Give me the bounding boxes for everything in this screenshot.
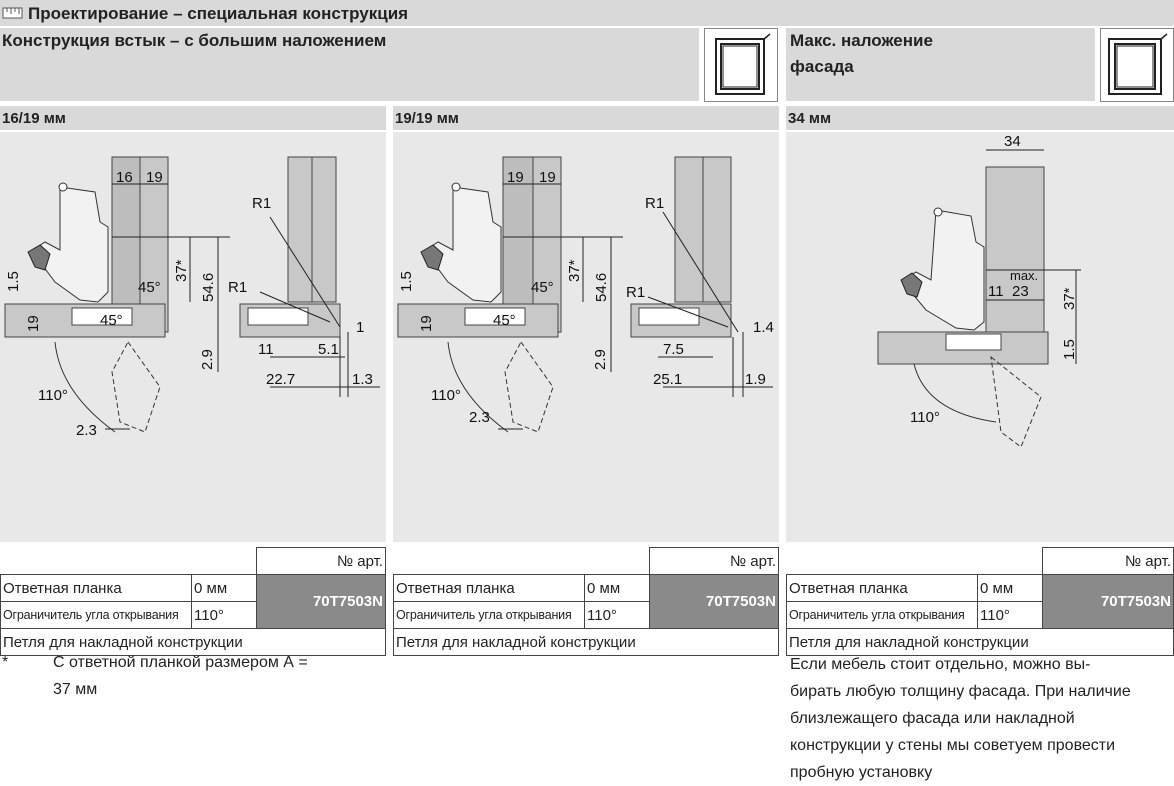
dim-45a: 45° [138,279,161,296]
row-label-limiter-3: Ограничитель угла открывания [786,601,978,629]
dim-37: 37* [566,259,583,282]
drawing-panel-2: 19 19 37* 54.6 1.5 19 45° 45° 2.9 110° 2… [393,132,779,542]
section-title-left: Конструкция встык – с большим наложением [2,31,387,50]
spec-table-2: № арт. Ответная планка 0 мм 70T7503N Огр… [393,547,779,656]
dim-23: 23 [1012,283,1029,300]
dim-19-side: 19 [25,315,42,332]
row-value-counterplate-2: 0 мм [584,574,650,602]
page-title: Проектирование – специальная конструкция [28,4,409,23]
dim-251: 25.1 [653,371,682,388]
dim-110: 110° [910,409,940,426]
dim-11: 11 [988,283,1004,300]
footer-hinge-3: Петля для накладной конструкции [786,628,1174,656]
dim-34: 34 [1004,133,1021,150]
footnote-left: С ответной планкой размером А = 37 мм [53,649,373,703]
article-code-2: 70T7503N [649,574,779,629]
dim-29: 2.9 [199,349,216,370]
row-value-limiter-2: 110° [584,601,650,629]
row-value-counterplate-3: 0 мм [977,574,1043,602]
panel1-subheader: 16/19 мм [0,106,386,130]
footnote-right-line4: конструкции у стены мы советуем провести [790,737,1116,754]
dim-15: 1.5 [5,271,22,292]
row-value-limiter-1: 110° [191,601,257,629]
panel3-subheader: 34 мм [786,106,1174,130]
dim-110: 110° [431,387,461,404]
section-title-right-2: фасада [790,57,854,76]
dim-75: 7.5 [663,341,684,358]
footnote-star: * [2,654,9,671]
dim-19a: 19 [507,169,524,186]
dim-15: 1.5 [398,271,415,292]
article-code-3: 70T7503N [1042,574,1174,629]
dim-29: 2.9 [592,349,609,370]
footnote-right-line3: близлежащего фасада или накладной [790,710,1075,727]
cabinet-icon-right [1100,28,1174,102]
dim-1: 1 [356,319,364,336]
dim-r1b: R1 [228,279,247,296]
dim-51: 5.1 [318,341,339,358]
dim-r1b: R1 [626,284,645,301]
footer-hinge-1: Петля для накладной конструкции [0,628,386,656]
row-label-counterplate-1: Ответная планка [0,574,192,602]
footnote-right-line5: пробную установку [790,764,933,781]
drawing-panel-3: 34 max. 11 23 37* 1.5 110° [786,132,1174,542]
footnote-left-line2: 37 мм [53,681,98,698]
dim-14: 1.4 [753,319,774,336]
dim-37: 37* [173,259,190,282]
panel2-thickness: 19/19 мм [395,110,459,127]
art-header-2: № арт. [649,547,779,575]
dim-19b: 19 [539,169,556,186]
art-header-3: № арт. [1042,547,1174,575]
row-label-counterplate-2: Ответная планка [393,574,585,602]
dim-r1a: R1 [645,195,664,212]
footnote-right: Если мебель стоит отдельно, можно вы- би… [790,651,1172,786]
dim-19-top: 19 [146,169,163,186]
footnote-right-line2: бирать любую толщину фасада. При наличие [790,683,1131,700]
row-value-counterplate-1: 0 мм [191,574,257,602]
section-header-left: Конструкция встык – с большим наложением [0,28,699,101]
dim-11: 11 [258,341,274,358]
row-label-limiter-1: Ограничитель угла открывания [0,601,192,629]
dim-45b: 45° [493,312,516,329]
dim-37: 37* [1061,287,1078,310]
panel1-thickness: 16/19 мм [2,110,66,127]
dim-227: 22.7 [266,371,295,388]
footer-hinge-2: Петля для накладной конструкции [393,628,779,656]
dim-r1a: R1 [252,195,271,212]
hinge-drawing-3: 34 max. 11 23 37* 1.5 110° [877,133,1081,448]
article-code-1: 70T7503N [256,574,386,629]
dim-546: 54.6 [593,273,610,302]
hinge-drawing-1: 16 19 37* 54.6 1.5 19 45° 45° 2.9 110° 2… [4,156,380,439]
cabinet-icon-left [704,28,778,102]
dim-45b: 45° [100,312,123,329]
dim-13: 1.3 [352,371,373,388]
row-label-limiter-2: Ограничитель угла открывания [393,601,585,629]
section-title-right-1: Макс. наложение [790,31,933,50]
ruler-icon [2,7,23,19]
dim-max: max. [1010,268,1038,283]
footnote-left-line1: С ответной планкой размером А = [53,654,308,671]
panel2-subheader: 19/19 мм [393,106,779,130]
dim-23: 2.3 [76,422,97,439]
dim-19-side: 19 [418,315,435,332]
spec-table-3: № арт. Ответная планка 0 мм 70T7503N Огр… [786,547,1174,656]
dim-45a: 45° [531,279,554,296]
row-label-counterplate-3: Ответная планка [786,574,978,602]
title-bar: Проектирование – специальная конструкция [0,0,1174,26]
footnote-right-line1: Если мебель стоит отдельно, можно вы- [790,656,1091,673]
dim-23: 2.3 [469,409,490,426]
section-header-right: Макс. наложение фасада [786,28,1095,101]
panel3-thickness: 34 мм [788,110,832,127]
row-value-limiter-3: 110° [977,601,1043,629]
dim-19c: 1.9 [745,371,766,388]
dim-16: 16 [116,169,133,186]
dim-546: 54.6 [200,273,217,302]
spec-table-1: № арт. Ответная планка 0 мм 70T7503N Огр… [0,547,386,656]
dim-110: 110° [38,387,68,404]
art-header-1: № арт. [256,547,386,575]
hinge-drawing-2: 19 19 37* 54.6 1.5 19 45° 45° 2.9 110° 2… [397,156,774,433]
drawing-panel-1: 16 19 37* 54.6 1.5 19 45° 45° 2.9 110° 2… [0,132,386,542]
dim-15: 1.5 [1061,339,1078,360]
